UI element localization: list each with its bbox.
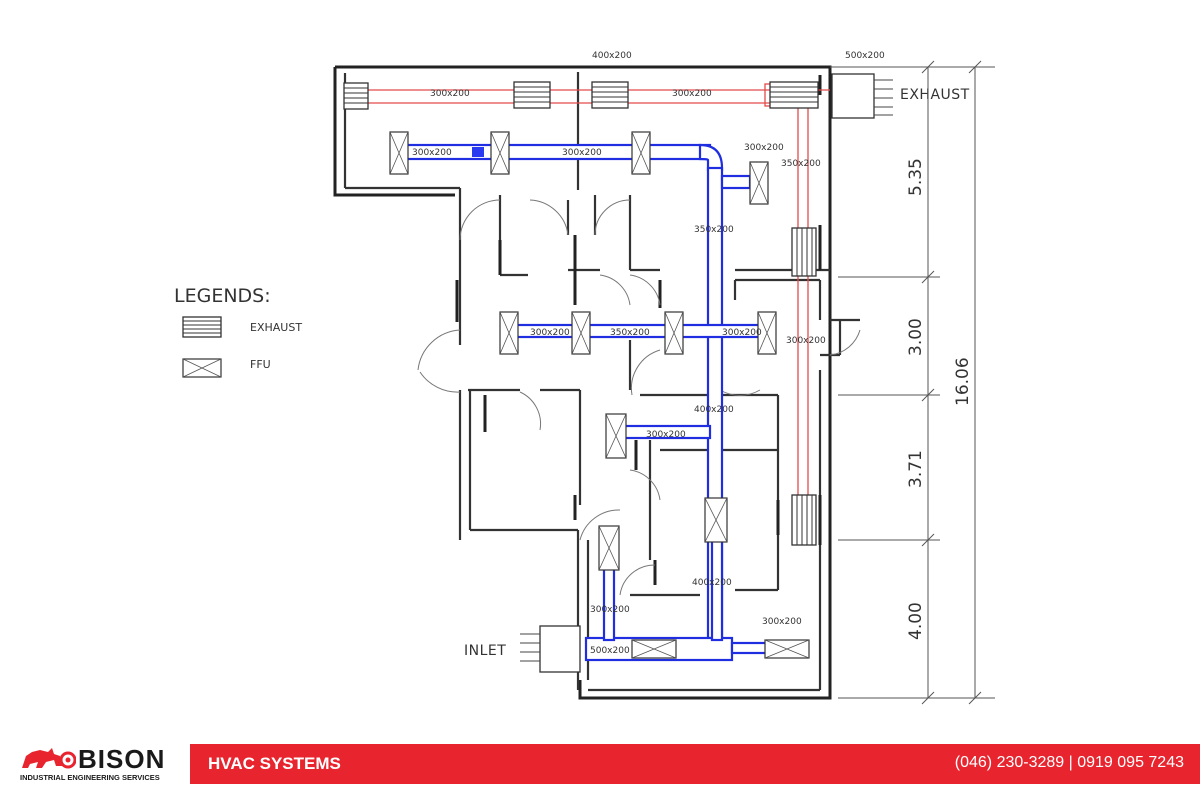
dimension-label: 5.35 <box>906 158 926 196</box>
legend-exhaust-label: EXHAUST <box>250 321 302 334</box>
exhaust-grille <box>591 81 629 109</box>
exhaust-grille <box>343 82 369 110</box>
duct-label: 500x200 <box>590 646 630 656</box>
dimension-label: 3.00 <box>906 318 926 356</box>
duct-label: 300x200 <box>672 89 712 99</box>
duct-label: 500x200 <box>845 51 885 61</box>
dimension-label: 3.71 <box>906 450 926 488</box>
duct-label: 300x200 <box>786 336 826 346</box>
exhaust-duct-network <box>368 83 830 520</box>
duct-label: 400x200 <box>592 51 632 61</box>
duct-label: 350x200 <box>610 328 650 338</box>
duct-label: 400x200 <box>692 578 732 588</box>
ffu-unit <box>664 311 684 355</box>
ffu-unit <box>631 639 677 659</box>
dimension-label-total: 16.06 <box>953 357 973 406</box>
exhaust-grilles <box>343 81 819 546</box>
dimension-label: 4.00 <box>906 602 926 640</box>
duct-label: 300x200 <box>562 148 602 158</box>
ffu-unit <box>764 639 810 659</box>
door-swings <box>417 199 861 596</box>
company-logo: BISON INDUSTRIAL ENGINEERING SERVICES <box>20 742 170 784</box>
dimension-lines: 5.35 3.00 3.71 4.00 16.06 <box>830 60 995 705</box>
duct-label: 300x200 <box>430 89 470 99</box>
duct-label: 300x200 <box>744 143 784 153</box>
exhaust-grille <box>791 227 817 277</box>
section-title: HVAC SYSTEMS <box>208 754 341 773</box>
ffu-unit <box>571 311 591 355</box>
legend-ffu-label: FFU <box>250 358 271 371</box>
duct-label: 300x200 <box>590 605 630 615</box>
duct-label: 400x200 <box>694 405 734 415</box>
ffu-unit <box>704 497 728 543</box>
exhaust-label: EXHAUST <box>900 87 970 103</box>
brand-tagline: INDUSTRIAL ENGINEERING SERVICES <box>20 773 160 782</box>
duct-label: 300x200 <box>762 617 802 627</box>
ffu-units <box>389 131 810 659</box>
hvac-floor-plan: 300x200 300x200 400x200 500x200 300x200 … <box>174 51 995 705</box>
ffu-unit <box>631 131 651 175</box>
exhaust-grille <box>513 81 551 109</box>
ffu-unit <box>749 161 769 205</box>
bison-gear-icon <box>22 748 76 769</box>
inlet-unit <box>520 625 581 673</box>
legend: LEGENDS: EXHAUST FFU <box>174 285 302 378</box>
legend-exhaust-swatch <box>182 316 222 338</box>
footer: BISON INDUSTRIAL ENGINEERING SERVICES HV… <box>0 738 1200 788</box>
duct-size-labels: 300x200 300x200 400x200 500x200 300x200 … <box>412 51 885 656</box>
duct-label: 350x200 <box>694 225 734 235</box>
footer-bar: HVAC SYSTEMS (046) 230-3289 | 0919 095 7… <box>190 744 1200 784</box>
legend-title: LEGENDS: <box>174 285 271 307</box>
ffu-unit <box>598 525 620 571</box>
duct-label: 300x200 <box>412 148 452 158</box>
duct-label: 300x200 <box>646 430 686 440</box>
duct-label: 350x200 <box>781 159 821 169</box>
exhaust-unit <box>831 73 893 119</box>
ffu-unit <box>605 413 627 459</box>
exhaust-grille <box>791 494 817 546</box>
brand-name: BISON <box>78 744 166 774</box>
duct-label: 300x200 <box>530 328 570 338</box>
building-walls <box>333 65 860 700</box>
exhaust-grille <box>769 81 819 109</box>
ffu-unit <box>389 131 409 175</box>
ffu-unit <box>490 131 510 175</box>
ffu-unit <box>757 311 777 355</box>
contact-numbers: (046) 230-3289 | 0919 095 7243 <box>954 754 1184 771</box>
duct-label: 300x200 <box>722 328 762 338</box>
inlet-label: INLET <box>464 643 506 659</box>
ffu-unit <box>499 311 519 355</box>
legend-ffu-swatch <box>182 358 222 378</box>
